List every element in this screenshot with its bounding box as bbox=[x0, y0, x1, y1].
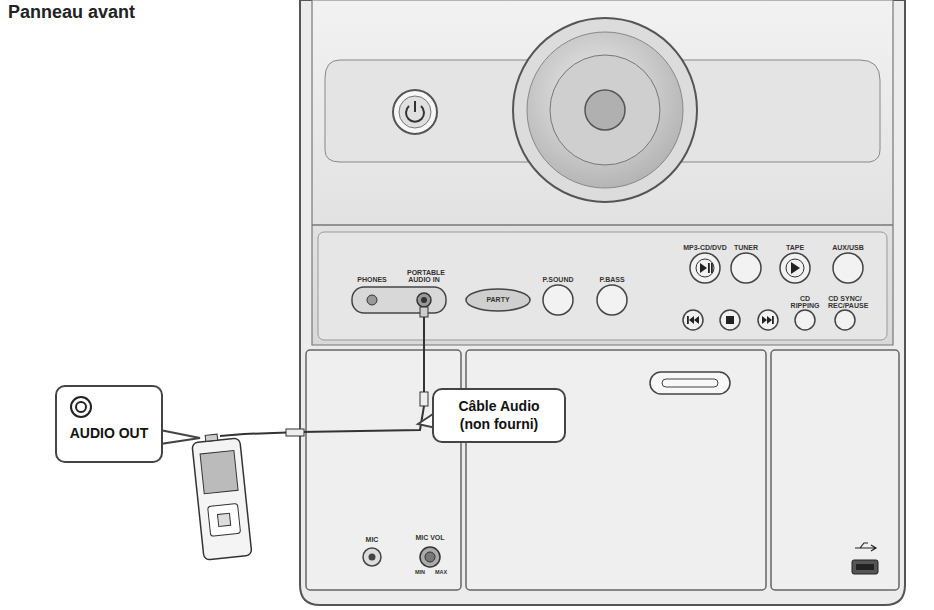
callout-box: AUDIO OUT bbox=[55, 385, 163, 463]
mic-jacks bbox=[363, 547, 440, 567]
callout-pointer bbox=[160, 430, 200, 444]
callout-box: Câble Audio (non fourni) bbox=[432, 388, 566, 443]
control-label: MIC bbox=[366, 536, 379, 543]
button-symbols bbox=[687, 259, 804, 324]
control-label: MIC VOL bbox=[415, 534, 444, 541]
audio-cable bbox=[220, 307, 428, 436]
control-label: P.BASS bbox=[599, 276, 624, 283]
jack-icon bbox=[69, 395, 93, 419]
buttons bbox=[543, 253, 863, 330]
page-heading: Panneau avant bbox=[8, 2, 135, 23]
callout-text: Câble Audio (non fourni) bbox=[444, 398, 554, 433]
control-label: PARTY bbox=[486, 296, 509, 303]
control-label: AUX/USB bbox=[832, 244, 864, 251]
control-label: P.SOUND bbox=[543, 276, 574, 283]
control-label: CD RIPPING bbox=[788, 295, 822, 310]
control-label: CD SYNC/ REC/PAUSE bbox=[828, 295, 862, 310]
mp3-player bbox=[191, 432, 252, 560]
callout-text: AUDIO OUT bbox=[67, 425, 151, 443]
lower-panels bbox=[306, 350, 899, 590]
control-label: PHONES bbox=[357, 276, 387, 283]
control-label: PORTABLE AUDIO IN bbox=[407, 269, 441, 284]
control-label: MAX bbox=[435, 570, 447, 576]
usb-port bbox=[852, 543, 878, 574]
speaker bbox=[513, 18, 697, 202]
power-button bbox=[393, 90, 437, 134]
control-label: MIN bbox=[415, 570, 425, 576]
control-label: MP3-CD/DVD bbox=[683, 244, 727, 251]
control-label: TAPE bbox=[786, 244, 804, 251]
party-knob bbox=[466, 289, 530, 311]
housing bbox=[300, 0, 905, 605]
control-label: TUNER bbox=[734, 244, 758, 251]
jack-panel bbox=[352, 287, 446, 313]
